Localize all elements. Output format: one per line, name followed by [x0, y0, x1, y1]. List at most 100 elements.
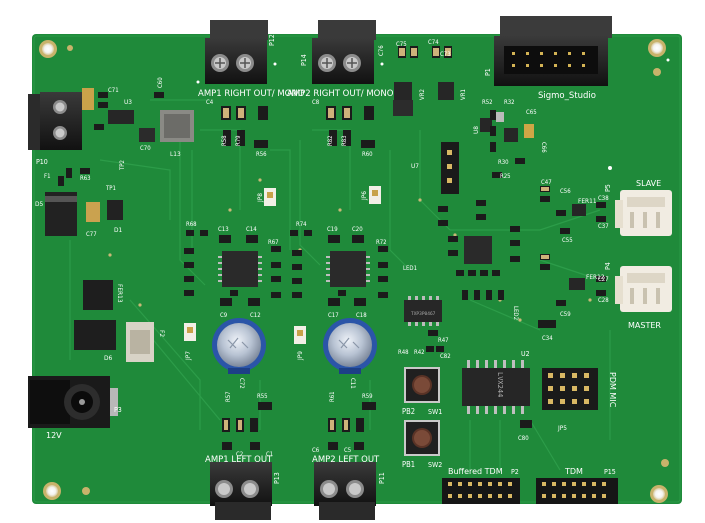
- label-c60: C60: [157, 77, 164, 88]
- label-amp2-left: AMP2 LEFT OUT: [312, 455, 380, 465]
- label-c77: C77: [86, 231, 97, 238]
- label-jp5: JP5: [557, 424, 567, 432]
- label-jp9: JP9: [296, 351, 304, 361]
- tantalum-cap: [82, 88, 94, 110]
- label-r47: R47: [438, 337, 449, 344]
- label-led1: LED1: [403, 265, 417, 272]
- label-slave: SLAVE: [636, 179, 661, 188]
- label-r48: R48: [398, 349, 409, 356]
- label-c27: C27: [598, 276, 609, 283]
- label-p13: P13: [273, 472, 281, 484]
- label-c6: C6: [312, 447, 320, 454]
- label-buffered-tdm: Buffered TDM: [448, 467, 503, 476]
- label-r30: R30: [498, 159, 509, 166]
- label-c11: C11: [349, 378, 356, 389]
- label-c37: C37: [598, 223, 609, 230]
- label-c20: C20: [352, 226, 363, 233]
- header-buffered-tdm: [442, 478, 520, 504]
- terminal-p11: [314, 462, 376, 520]
- inductor-l13: [160, 110, 194, 142]
- ic-small-various: [108, 82, 586, 290]
- label-tp1: TP1: [105, 185, 116, 192]
- label-vr1: VR1: [460, 89, 467, 100]
- label-c72: C72: [238, 378, 245, 389]
- label-p12: P12: [268, 34, 276, 46]
- silk-dots: [196, 58, 670, 170]
- mounting-holes: [39, 39, 669, 503]
- smd-passives: [58, 46, 606, 450]
- label-c8: C8: [312, 99, 320, 106]
- label-p11: P11: [378, 472, 386, 484]
- label-r55: R55: [257, 393, 268, 400]
- terminal-p14: [312, 20, 376, 84]
- label-r82: R82: [327, 135, 334, 146]
- label-c13: C13: [218, 226, 229, 233]
- label-c65: C65: [526, 109, 537, 116]
- label-amp1-right: AMP1 RIGHT OUT/ MONO: [198, 89, 305, 99]
- label-p15: P15: [604, 468, 616, 476]
- header-pdm-mic: [542, 368, 598, 410]
- label-c38: C38: [598, 195, 609, 202]
- label-c1: C1: [266, 451, 273, 458]
- label-c47: C47: [541, 179, 552, 186]
- label-c74: C74: [428, 39, 439, 46]
- label-p5: P5: [604, 184, 612, 192]
- label-sw2: SW2: [428, 461, 442, 469]
- label-c5: C5: [344, 447, 351, 454]
- header-tdm: [536, 478, 618, 504]
- label-sw1: SW1: [428, 408, 442, 416]
- label-c55: C55: [562, 237, 573, 244]
- label-r57: R57: [225, 391, 232, 402]
- label-c17: C17: [328, 312, 339, 319]
- push-button-pb2: [404, 367, 440, 403]
- label-u7: U7: [411, 162, 419, 170]
- label-d5: D5: [35, 200, 44, 208]
- label-c12: C12: [250, 312, 261, 319]
- label-u2: U2: [521, 350, 530, 358]
- header-p16: [441, 142, 459, 194]
- label-r32: R32: [504, 99, 515, 106]
- label-c66: C66: [540, 142, 547, 153]
- terminal-p13: [210, 462, 272, 520]
- label-r68: R68: [186, 221, 197, 228]
- label-c4: C4: [206, 99, 214, 106]
- label-u3: U3: [124, 98, 132, 106]
- label-p10: P10: [36, 158, 48, 166]
- label-r59: R59: [362, 393, 373, 400]
- label-d6: D6: [104, 354, 113, 362]
- push-button-pb1: [404, 420, 440, 456]
- label-p14: P14: [300, 54, 308, 66]
- label-tp2: TP2: [119, 160, 126, 171]
- label-c73: C73: [440, 51, 451, 58]
- label-c56: C56: [560, 188, 571, 195]
- label-c71: C71: [108, 87, 119, 94]
- label-r61: R61: [329, 391, 336, 402]
- terminal-p12: [205, 20, 268, 84]
- terminal-p10: [28, 92, 82, 150]
- label-tdm: TDM: [564, 467, 583, 476]
- electrolytic-cap-c72: [212, 318, 266, 374]
- label-amp1-left: AMP1 LEFT OUT: [205, 455, 273, 465]
- label-r63: R63: [80, 175, 91, 182]
- label-led2: LED2: [512, 306, 519, 320]
- label-c76: C76: [378, 45, 385, 56]
- label-c19: C19: [327, 226, 338, 233]
- label-r58: R58: [221, 135, 228, 146]
- label-p3: P3: [114, 406, 122, 414]
- dc-jack: [28, 376, 118, 428]
- label-12v: 12V: [46, 431, 62, 440]
- label-f1: F1: [44, 173, 51, 180]
- connector-p5: [615, 190, 672, 236]
- ic-u2: [462, 360, 530, 414]
- label-r72: R72: [376, 239, 387, 246]
- ic-center: [464, 236, 492, 264]
- label-master: MASTER: [628, 321, 661, 330]
- label-c70: C70: [140, 145, 151, 152]
- label-jp7: JP7: [184, 351, 192, 361]
- label-c59: C59: [560, 311, 571, 318]
- copper-traces: [69, 99, 611, 471]
- label-c82: C82: [440, 353, 451, 360]
- electrolytic-cap-c11: [323, 318, 377, 374]
- label-c34: C34: [542, 335, 553, 342]
